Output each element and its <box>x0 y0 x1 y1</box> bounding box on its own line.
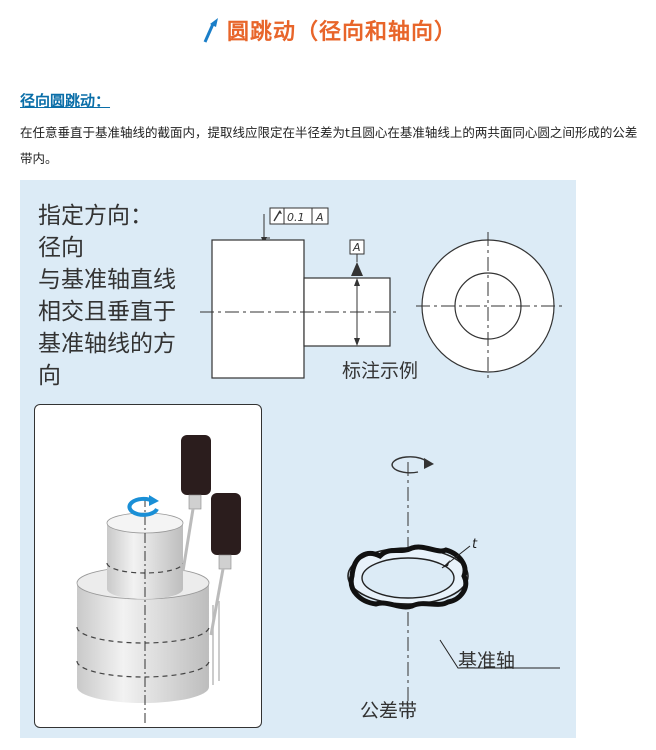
diagram-panel: 指定方向： 径向 与基准轴直线 相交且垂直于 基准轴线的方 向 0.1 A A … <box>20 180 576 738</box>
direction-line-6: 向 <box>38 363 61 389</box>
rotation-symbol-icon <box>391 456 429 474</box>
rotation-arrow-icon <box>127 496 159 517</box>
direction-line-4: 相交且垂直于 <box>38 299 176 325</box>
direction-line-3: 与基准轴直线 <box>38 267 176 293</box>
page-title: 圆跳动（径向和轴向） <box>0 14 656 46</box>
direction-line-5: 基准轴线的方 <box>38 331 176 357</box>
tolerance-zone-diagram: t <box>347 456 560 718</box>
runout-arrow-icon <box>199 16 219 44</box>
drawing-side-view <box>416 232 566 382</box>
direction-line-1: 指定方向： <box>38 203 153 229</box>
section-description: 在任意垂直于基准轴线的截面内，提取线应限定在半径差为t且圆心在基准轴线上的两共面… <box>20 125 638 166</box>
drawing-front-view: 0.1 A A <box>200 207 400 379</box>
example-label: 标注示例 <box>342 360 419 382</box>
direction-line-2: 径向 <box>38 235 84 261</box>
zone-label: 公差带 <box>360 700 418 722</box>
tolerance-value: 0.1 <box>287 211 305 224</box>
title-text: 圆跳动（径向和轴向） <box>226 20 457 45</box>
datum-label: A <box>352 241 361 254</box>
axis-label: 基准轴 <box>458 650 516 672</box>
datum-ref: A <box>315 211 324 224</box>
measurement-illustration <box>34 404 262 728</box>
direction-text: 指定方向： 径向 与基准轴直线 相交且垂直于 基准轴线的方 向 <box>38 200 176 392</box>
t-label: t <box>472 537 478 552</box>
section-heading: 径向圆跳动： <box>20 92 111 110</box>
